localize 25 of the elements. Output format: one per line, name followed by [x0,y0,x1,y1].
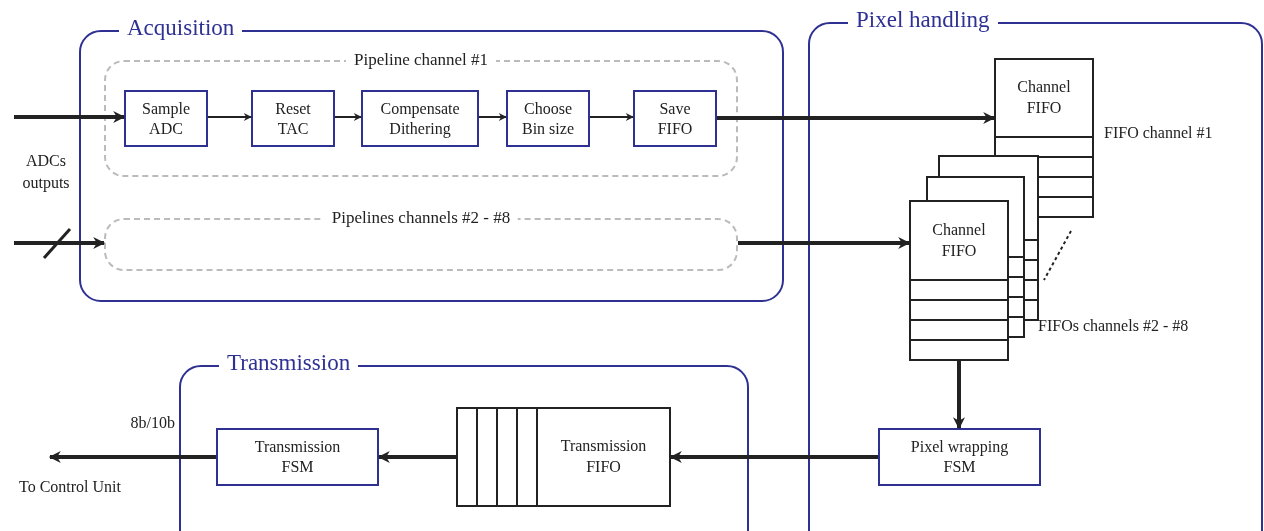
box-text: Pixel wrapping FSM [909,437,1010,477]
annotation-text: To Control Unit [18,477,122,497]
annotation-text: 8b/10b [129,413,175,433]
process-box [124,90,208,147]
fifo-caption: FIFOs channels #2 - #8 [1038,317,1189,335]
process-box [216,428,379,486]
process-box [633,90,717,147]
process-box [506,90,590,147]
box-text: Sample ADC [141,98,191,139]
process-box [251,90,335,147]
pipeline-title: Pipelines channels #2 - #8 [323,208,519,228]
fifo-block [456,407,671,507]
process-box [878,428,1041,486]
fifo-text: Transmission FIFO [559,436,648,477]
box-text: Transmission FSM [253,437,342,477]
box-text: Reset TAC [274,98,312,139]
box-text: Choose Bin size [521,98,575,139]
box-text: Save FIFO [656,98,694,139]
fifo-caption: FIFO channel #1 [1104,124,1213,142]
process-box [361,90,479,147]
box-text: Compensate Dithering [379,98,461,139]
pipeline-title: Pipeline channel #1 [345,50,497,70]
fifo-text: Channel FIFO [1016,77,1072,118]
annotation-text: ADCs outputs [21,151,71,194]
fifo-text: Channel FIFO [931,219,987,261]
